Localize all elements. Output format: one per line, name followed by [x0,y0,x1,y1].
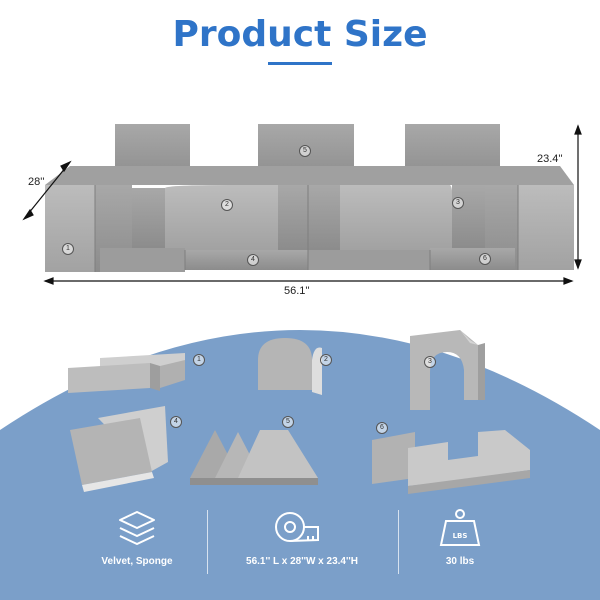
piece-marker-3: 3 [424,356,436,368]
piece-marker-6: 6 [376,422,388,434]
spec-divider [398,510,399,574]
marker-1: 1 [62,243,74,255]
page-title: Product Size [172,14,428,55]
dimension-lines [22,124,582,285]
piece-marker-5: 5 [282,416,294,428]
assembled-sofa [45,124,574,272]
size-label: 56.1'' L x 28''W x 23.4''H [246,556,358,567]
piece-marker-1: 1 [193,354,205,366]
material-label: Velvet, Sponge [101,556,173,567]
length-label: 56.1'' [284,285,310,297]
marker-3: 3 [452,197,464,209]
layers-icon [119,511,155,545]
piece-marker-2: 2 [320,354,332,366]
piece-1-bars [68,353,185,393]
piece-6-steps [372,430,530,494]
title-underline [268,62,332,65]
piece-3-tunnel [410,330,485,410]
marker-6: 6 [479,253,491,265]
tape-measure-icon [275,512,319,542]
marker-5: 5 [299,145,311,157]
piece-marker-4: 4 [170,416,182,428]
piece-4-mats [70,406,168,492]
marker-2: 2 [221,199,233,211]
height-label: 23.4'' [537,153,563,165]
piece-5-triangles [190,430,318,485]
depth-label: 28'' [28,176,45,188]
weight-icon [439,509,481,546]
piece-2-arch [258,338,322,395]
marker-4: 4 [247,254,259,266]
spec-divider [207,510,208,574]
weight-label: 30 lbs [445,556,475,567]
weight-badge: LBS [453,532,468,540]
